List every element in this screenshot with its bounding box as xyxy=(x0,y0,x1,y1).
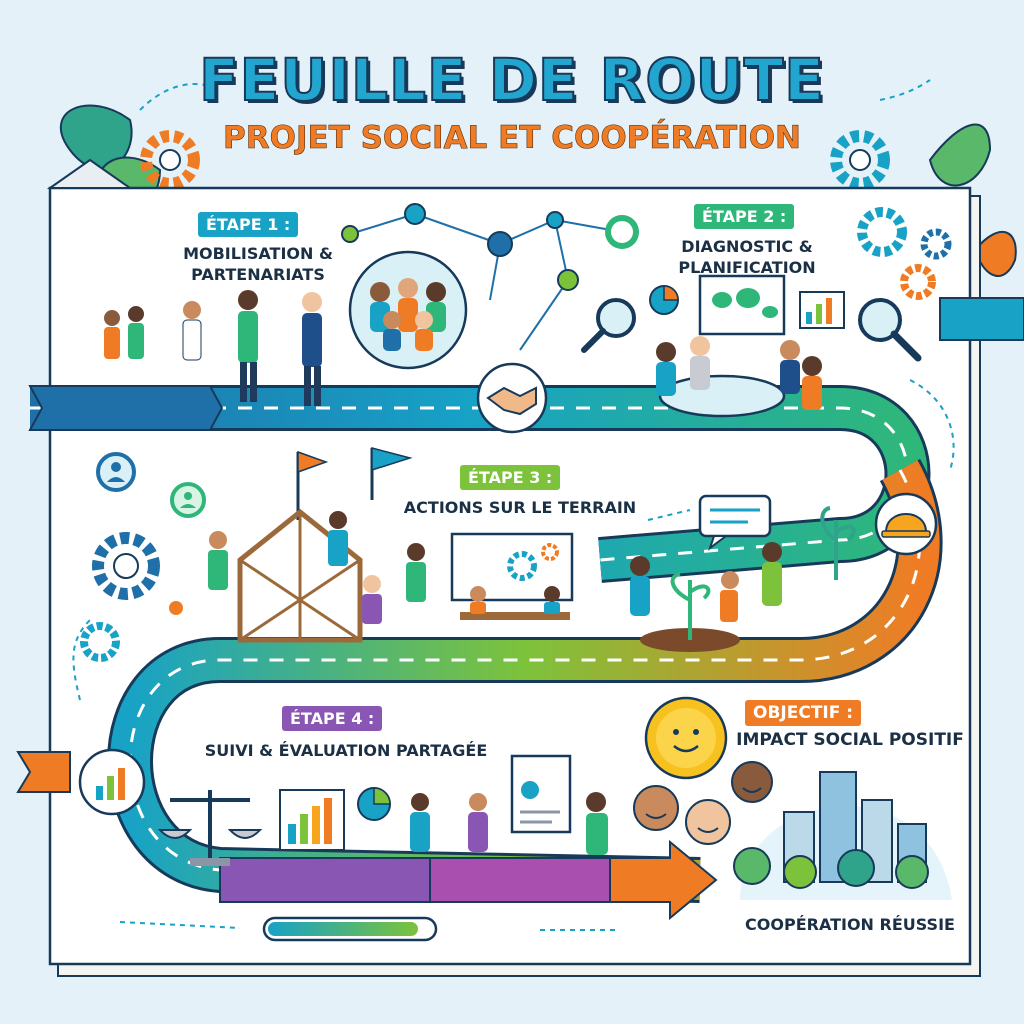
step-3-badge: ÉTAPE 3 : xyxy=(460,465,561,490)
objective-badge: OBJECTIF : xyxy=(745,700,862,726)
pie-chart-icon xyxy=(649,285,679,315)
step-2-line-2: PLANIFICATION xyxy=(678,258,816,277)
scale-icon xyxy=(157,790,263,866)
step-3-description: ACTIONS SUR LE TERRAIN xyxy=(403,498,637,517)
step-1-line-2: PARTENARIATS xyxy=(191,265,325,284)
tree-icon xyxy=(733,847,929,889)
gear-icon xyxy=(830,130,890,190)
classroom-icon xyxy=(450,532,574,620)
gear-icon xyxy=(857,207,952,300)
objective-description: IMPACT SOCIAL POSITIF xyxy=(736,730,964,750)
hard-hat-icon xyxy=(874,492,938,556)
face-icon xyxy=(633,761,773,845)
person-icon xyxy=(104,290,322,406)
gear-icon xyxy=(140,130,200,190)
step-2-badge: ÉTAPE 2 : xyxy=(694,204,795,229)
gear-icon xyxy=(80,532,183,662)
step-4-description: SUIVI & ÉVALUATION PARTAGÉE xyxy=(204,741,488,760)
user-icon xyxy=(96,452,206,518)
bar-chart-icon xyxy=(279,789,345,851)
step-4-badge: ÉTAPE 4 : xyxy=(282,706,383,731)
progress-bar-icon xyxy=(262,916,438,942)
world-map-icon xyxy=(698,274,786,336)
ribbon xyxy=(16,297,1024,793)
step-1-description: MOBILISATION & PARTENARIATS xyxy=(168,243,348,285)
network-icon xyxy=(341,203,639,351)
house-frame-icon xyxy=(208,508,426,643)
bar-chart-icon xyxy=(78,748,146,816)
arrow-icon xyxy=(72,79,955,931)
sun-icon xyxy=(644,696,728,780)
magnifier-icon xyxy=(581,298,636,353)
speech-bubble-icon xyxy=(698,494,772,551)
pie-chart-icon xyxy=(357,787,391,821)
step-1-line-1: MOBILISATION & xyxy=(183,244,333,263)
person-icon xyxy=(410,792,608,855)
flag-icon xyxy=(296,447,413,520)
step-1-badge: ÉTAPE 1 : xyxy=(198,212,299,237)
magnifier-icon xyxy=(858,298,922,362)
plant-icon xyxy=(630,506,856,652)
bar-chart-icon xyxy=(799,291,845,329)
meeting-table-icon xyxy=(656,336,822,418)
step-2-line-1: DIAGNOSTIC & xyxy=(681,237,813,256)
handshake-icon xyxy=(476,362,548,434)
leaf-icon xyxy=(928,123,1017,277)
objective-footer: COOPÉRATION RÉUSSIE xyxy=(745,915,955,934)
road xyxy=(28,385,943,921)
page-title: FEUILLE DE ROUTE xyxy=(198,45,825,115)
page-subtitle: PROJET SOCIAL ET COOPÉRATION xyxy=(223,120,802,157)
step-2-description: DIAGNOSTIC & PLANIFICATION xyxy=(652,236,842,278)
document-icon xyxy=(510,754,572,834)
people-group-icon xyxy=(348,250,468,370)
